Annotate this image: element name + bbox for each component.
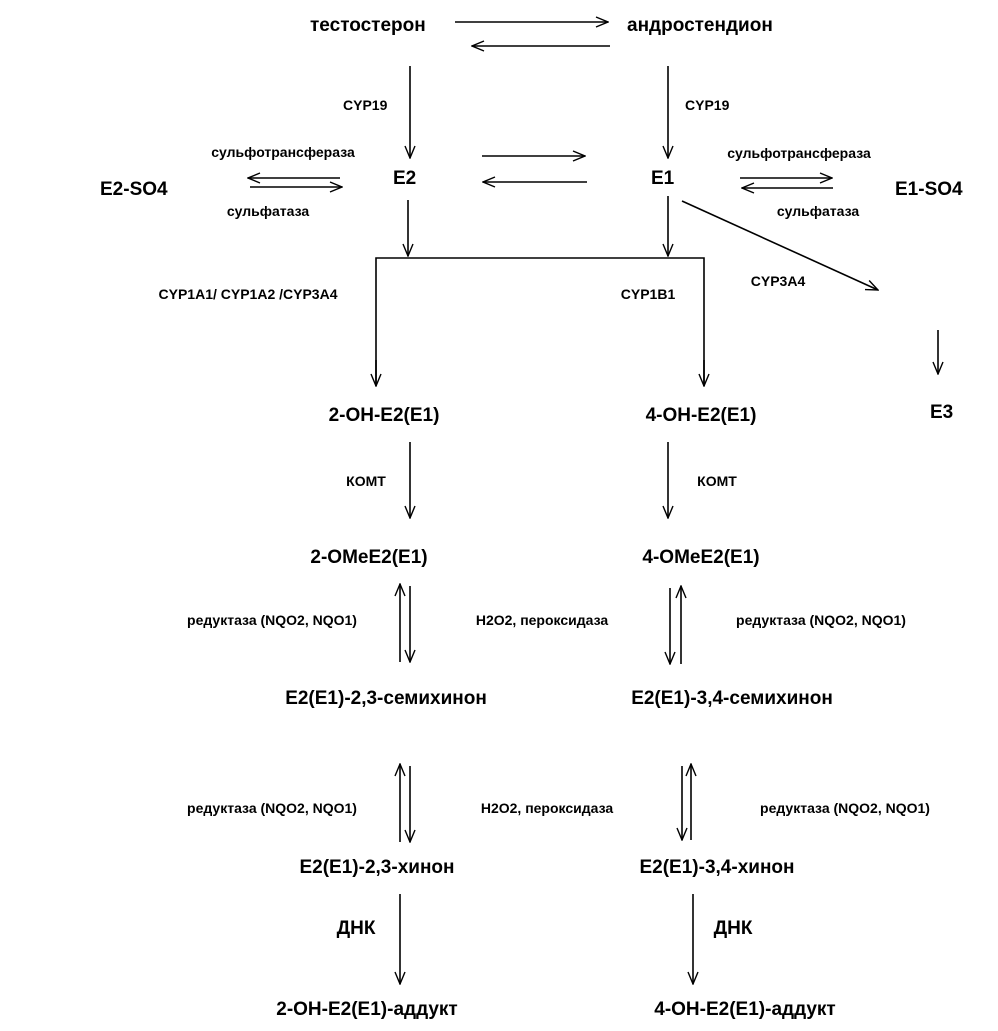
compound-2-oh-adduct: 2-OH-E2(E1)-аддукт	[276, 999, 458, 1020]
compound-testosterone: тестостерон	[310, 15, 426, 36]
compound-4-oh-adduct: 4-OH-E2(E1)-аддукт	[654, 999, 836, 1020]
compound-4-ome: 4-OMeE2(E1)	[642, 547, 760, 568]
compound-e1-so4: E1-SO4	[895, 179, 963, 200]
arrow-e1-to-cyp3a4	[681, 200, 878, 290]
enzyme-cyp1a1-group: CYP1A1/ CYP1A2 /CYP3A4	[158, 286, 338, 302]
enzyme-komt-left: КОМТ	[346, 473, 386, 489]
compound-3-4-quinone: E2(E1)-3,4-хинон	[639, 857, 795, 878]
compound-2-3-semiquinone: E2(E1)-2,3-семихинон	[285, 688, 487, 709]
compound-4-oh: 4-OH-E2(E1)	[645, 405, 757, 426]
enzyme-komt-right: КОМТ	[697, 473, 737, 489]
enzyme-sulfotransferase-left: сульфотрансфераза	[211, 144, 355, 160]
compound-2-3-quinone: E2(E1)-2,3-хинон	[299, 857, 455, 878]
enzyme-reductase-3: редуктаза (NQO2, NQO1)	[187, 800, 357, 816]
hydroxylation-branch-bar	[375, 257, 705, 386]
enzyme-peroxidase-1: H2O2, пероксидаза	[475, 612, 609, 628]
reagent-dna-left: ДНК	[336, 918, 376, 939]
enzyme-sulfotransferase-right: сульфотрансфераза	[727, 145, 871, 161]
enzyme-sulfatase-right: сульфатаза	[776, 203, 860, 219]
compound-androstenedione: андростендион	[627, 15, 773, 36]
reagent-dna-right: ДНК	[713, 918, 753, 939]
enzyme-reductase-1: редуктаза (NQO2, NQO1)	[187, 612, 357, 628]
enzyme-cyp3a4: CYP3A4	[750, 273, 806, 289]
enzyme-cyp19-left: CYP19	[343, 97, 388, 113]
compound-e2-so4: E2-SO4	[100, 179, 168, 200]
compound-e2: E2	[393, 168, 417, 189]
compound-2-ome: 2-OMeE2(E1)	[310, 547, 428, 568]
compound-e1: E1	[651, 168, 675, 189]
enzyme-cyp1b1: CYP1B1	[620, 286, 676, 302]
enzyme-reductase-2: редуктаза (NQO2, NQO1)	[736, 612, 906, 628]
compound-2-oh: 2-OH-E2(E1)	[328, 405, 440, 426]
compound-e3: E3	[930, 402, 954, 423]
compound-3-4-semiquinone: E2(E1)-3,4-семихинон	[631, 688, 833, 709]
enzyme-reductase-4: редуктаза (NQO2, NQO1)	[760, 800, 930, 816]
enzyme-cyp19-right: CYP19	[685, 97, 730, 113]
enzyme-peroxidase-2: H2O2, пероксидаза	[480, 800, 614, 816]
enzyme-sulfatase-left: сульфатаза	[226, 203, 310, 219]
